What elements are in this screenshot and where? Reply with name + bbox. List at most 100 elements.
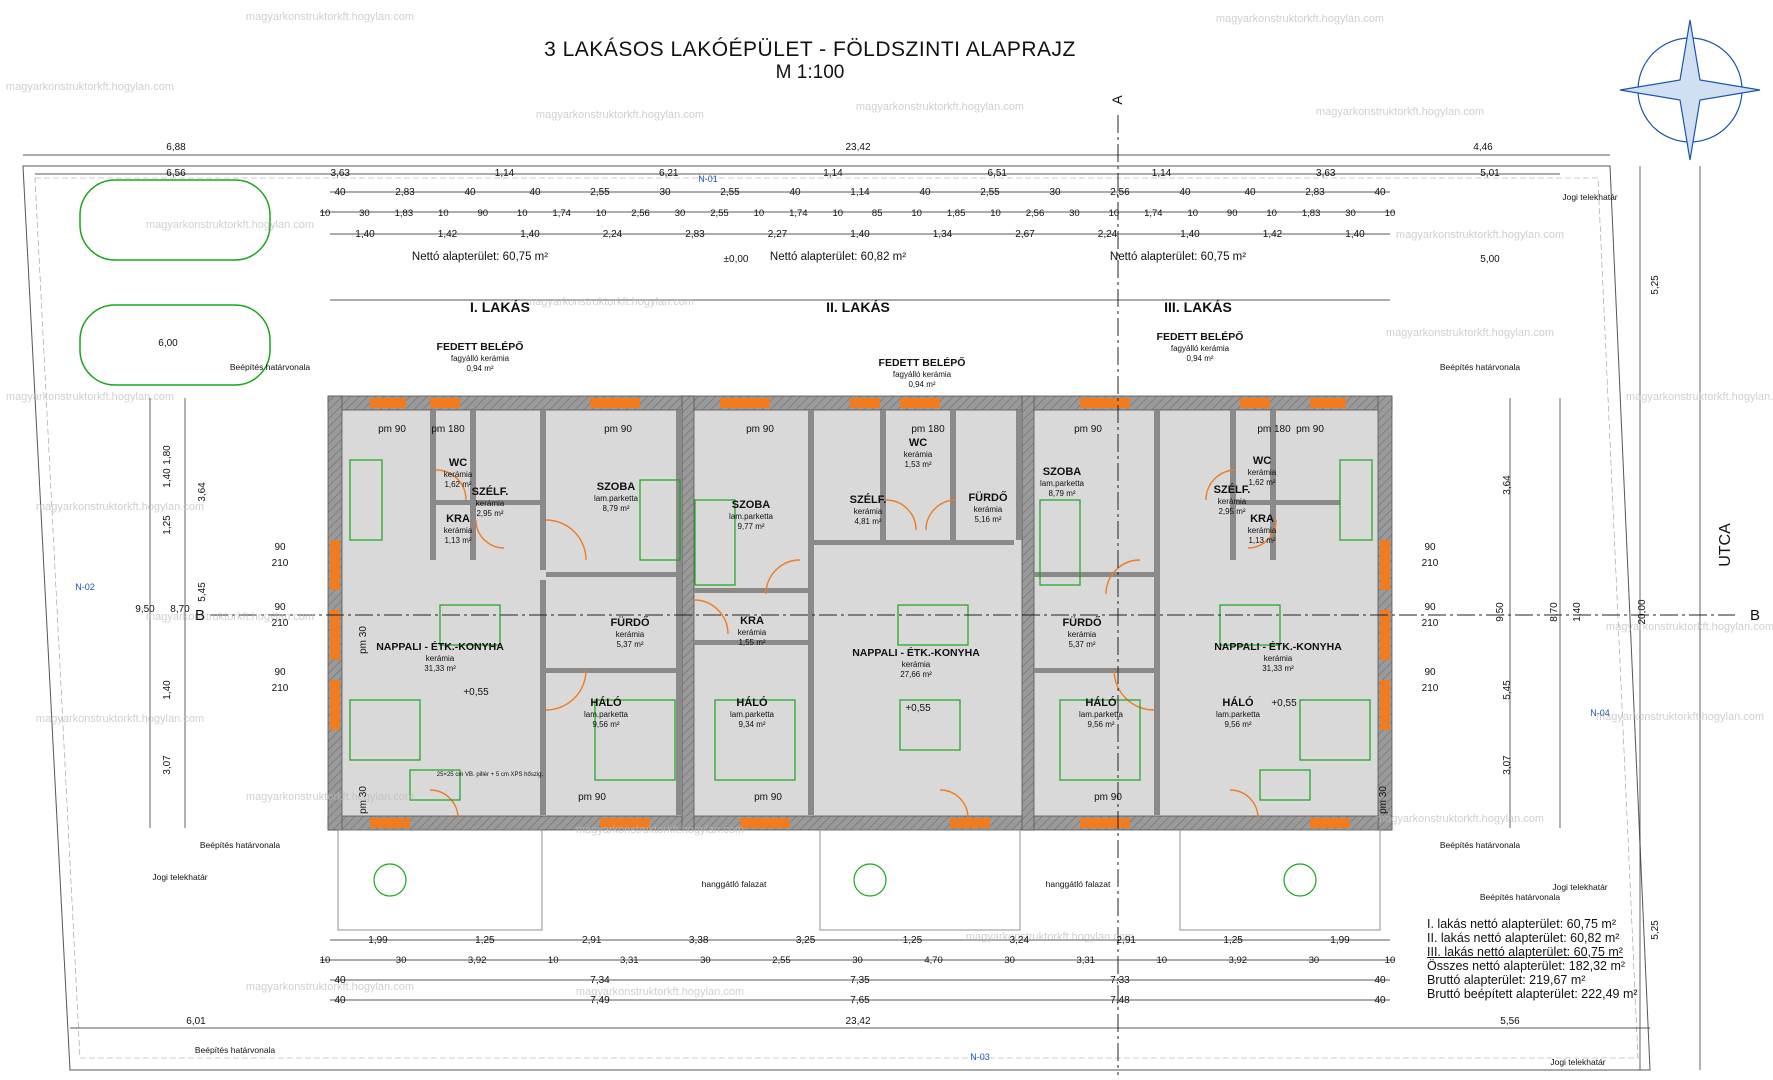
watermark: magyarkonstruktorkft.hogylan.com bbox=[146, 611, 314, 623]
dimension: 5,01 bbox=[1480, 168, 1500, 179]
parapet-height: pm 90 bbox=[754, 792, 782, 803]
room-floor-material: kerámia bbox=[444, 470, 473, 479]
dimension: 2,55 bbox=[710, 208, 729, 219]
dimension: 90 bbox=[1227, 208, 1238, 219]
dimension: 30 bbox=[1309, 955, 1320, 966]
room-name: SZOBA bbox=[1043, 466, 1082, 478]
dimension: 1,25 bbox=[475, 935, 495, 946]
parapet-height: pm 180 bbox=[1257, 424, 1291, 435]
dimension: 6,01 bbox=[186, 1016, 206, 1027]
building-line-label: Beépítés határvonala bbox=[1440, 840, 1521, 850]
dimension: 1,99 bbox=[1330, 935, 1350, 946]
dimension: 40 bbox=[789, 187, 801, 198]
dimension: 2,55 bbox=[590, 187, 610, 198]
section-mark-b-left: B bbox=[195, 607, 205, 624]
dimension: 10 bbox=[548, 955, 559, 966]
title-scale: M 1:100 bbox=[775, 62, 845, 83]
watermark: magyarkonstruktorkft.hogylan.com bbox=[1626, 391, 1773, 403]
dimension: 1,40 bbox=[850, 229, 870, 240]
axis-marker: N-04 bbox=[1590, 708, 1610, 718]
dimension: 40 bbox=[1374, 187, 1386, 198]
dimension: 2,55 bbox=[720, 187, 740, 198]
watermark: magyarkonstruktorkft.hogylan.com bbox=[246, 981, 414, 993]
dimension: 10 bbox=[1109, 208, 1120, 219]
dimension-vertical: 1,25 bbox=[162, 515, 173, 535]
room-name: WC bbox=[449, 457, 467, 469]
dimension: 40 bbox=[529, 187, 541, 198]
room-floor-material: kerámia bbox=[1248, 468, 1277, 477]
dimension: 90 bbox=[477, 208, 488, 219]
dimension: 7,65 bbox=[850, 995, 870, 1006]
room-area: 5,16 m² bbox=[974, 515, 1001, 524]
watermark: magyarkonstruktorkft.hogylan.com bbox=[966, 931, 1134, 943]
dimension: 10 bbox=[990, 208, 1001, 219]
room-area: 0,94 m² bbox=[1186, 354, 1213, 363]
parapet-height: pm 90 bbox=[1296, 424, 1324, 435]
dimension: 3,31 bbox=[1076, 955, 1095, 966]
room-name: NAPPALI - ÉTK.-KONYHA bbox=[1214, 640, 1342, 653]
dimension: 40 bbox=[919, 187, 931, 198]
axis-marker: N-02 bbox=[75, 582, 95, 592]
dimension: 2,91 bbox=[582, 935, 602, 946]
parapet-height: pm 30 bbox=[1378, 786, 1389, 814]
dimension: 30 bbox=[700, 955, 711, 966]
summary-line: II. lakás nettó alapterület: 60,82 m² bbox=[1427, 931, 1620, 945]
dimension: 30 bbox=[675, 208, 686, 219]
dimension: 2,24 bbox=[603, 229, 623, 240]
room-name: KRA bbox=[740, 615, 764, 627]
room-name: FÜRDŐ bbox=[968, 491, 1008, 504]
legal-boundary-label: Jogi telekhatár bbox=[1550, 1057, 1605, 1067]
dimension: 2,83 bbox=[395, 187, 415, 198]
room-name: KRA bbox=[446, 513, 470, 525]
dimension: 1,83 bbox=[395, 208, 414, 219]
room-floor-material: lam.parketta bbox=[584, 710, 629, 719]
dimension: 40 bbox=[1179, 187, 1191, 198]
dimension: 6,56 bbox=[166, 168, 186, 179]
watermark: magyarkonstruktorkft.hogylan.com bbox=[1216, 13, 1384, 25]
dimension: 5,56 bbox=[1500, 1016, 1520, 1027]
building-line-label: Beépítés határvonala bbox=[195, 1045, 276, 1055]
drawing-title: 3 LAKÁSOS LAKÓÉPÜLET - FÖLDSZINTI ALAPRA… bbox=[0, 38, 1620, 84]
window-width: 90 bbox=[1424, 667, 1436, 678]
room-area: 4,81 m² bbox=[854, 517, 881, 526]
watermark: magyarkonstruktorkft.hogylan.com bbox=[536, 109, 704, 121]
parked-cars bbox=[79, 179, 271, 386]
dimension: 2,91 bbox=[1116, 935, 1136, 946]
parapet-height: pm 90 bbox=[1094, 792, 1122, 803]
dimension: 40 bbox=[464, 187, 476, 198]
watermark: magyarkonstruktorkft.hogylan.com bbox=[1376, 813, 1544, 825]
room-name: FÜRDŐ bbox=[1062, 616, 1102, 629]
dimension: 1,14 bbox=[495, 168, 515, 179]
room-area: 5,37 m² bbox=[616, 640, 643, 649]
building-line-label: Beépítés határvonala bbox=[200, 840, 281, 850]
room-floor-material: kerámia bbox=[616, 630, 645, 639]
dimension: 1,40 bbox=[355, 229, 375, 240]
dimension: 7,48 bbox=[1110, 995, 1130, 1006]
dimension-vertical: 8,70 bbox=[170, 604, 190, 615]
plot-boundary bbox=[22, 165, 1651, 1071]
axis-marker: N-03 bbox=[970, 1052, 990, 1062]
dimension: 10 bbox=[1266, 208, 1277, 219]
room-area: 1,62 m² bbox=[444, 480, 471, 489]
dimension: 6,00 bbox=[158, 338, 178, 349]
dimension: 1,14 bbox=[850, 187, 870, 198]
dimension: 2,83 bbox=[685, 229, 705, 240]
watermark: magyarkonstruktorkft.hogylan.com bbox=[6, 81, 174, 93]
dimension: 6,21 bbox=[659, 168, 679, 179]
dimension: 7,34 bbox=[590, 975, 610, 986]
room-floor-material: lam.parketta bbox=[730, 710, 775, 719]
window-height: 210 bbox=[1422, 558, 1439, 569]
dimension: 10 bbox=[1385, 955, 1396, 966]
room-area: 0,94 m² bbox=[908, 380, 935, 389]
inner-walls bbox=[430, 410, 1340, 815]
room-floor-material: lam.parketta bbox=[729, 512, 774, 521]
dimension-vertical: 8,70 bbox=[1549, 602, 1560, 622]
dimension-vertical: 5,45 bbox=[1502, 680, 1513, 700]
room-area: 8,79 m² bbox=[602, 504, 629, 513]
room-name: SZÉLF. bbox=[850, 493, 887, 506]
dimension-lines bbox=[23, 154, 1701, 1070]
summary-line: I. lakás nettó alapterület: 60,75 m² bbox=[1427, 917, 1616, 931]
room-name: FÜRDŐ bbox=[610, 616, 650, 629]
dimension: 3,92 bbox=[468, 955, 487, 966]
section-mark-b-right: B bbox=[1750, 607, 1760, 624]
